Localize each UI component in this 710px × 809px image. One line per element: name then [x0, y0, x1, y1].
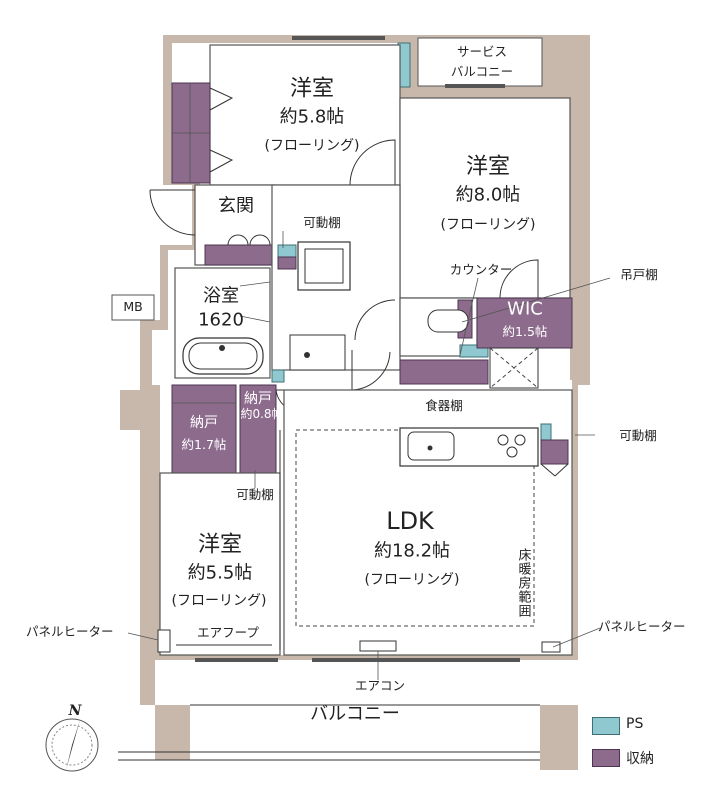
panel-heater-left-label: パネルヒーター — [26, 623, 114, 639]
dish-shelf — [399, 359, 489, 385]
balcony-label: バルコニー — [310, 703, 400, 725]
storage-room-2-area: 約0.8帖 — [240, 407, 284, 422]
shelf-wash — [277, 256, 297, 270]
panel-heater-left-unit — [157, 629, 171, 653]
mb-label: MB — [123, 298, 143, 314]
hanging-shelf-label: 吊戸棚 — [620, 266, 658, 282]
panel-heater-right-label: パネルヒーター — [598, 618, 686, 634]
panel-heater-right-unit — [541, 641, 561, 653]
western-room-2-area: 約8.0帖 — [455, 184, 521, 206]
western-room-1-name: 洋室 — [289, 76, 335, 102]
wic-storage — [476, 297, 573, 349]
ldk-floor: (フローリング) — [364, 571, 460, 588]
storage-room-2-name: 納戸 — [244, 390, 272, 407]
dish-shelf-label: 食器棚 — [425, 397, 463, 413]
western-room-1-area: 約5.8帖 — [279, 106, 345, 128]
washing-machine — [297, 241, 351, 291]
western-room-3-area: 約5.5帖 — [187, 562, 253, 584]
ps-shaft-mid — [271, 369, 285, 383]
western-room-3-floor: (フローリング) — [171, 592, 267, 609]
ldk-name: LDK — [386, 507, 434, 536]
legend-storage-label: 収納 — [626, 751, 654, 767]
aircon-label: エアコン — [354, 677, 406, 693]
bathroom-name: 浴室 — [203, 285, 239, 307]
legend-storage-swatch — [592, 749, 620, 767]
western-room-2 — [399, 97, 571, 299]
meter-box — [111, 294, 155, 321]
storage-room-1-area: 約1.7帖 — [181, 436, 227, 452]
service-balcony-area — [417, 37, 543, 87]
western-room-3-name: 洋室 — [197, 532, 243, 558]
vanity — [289, 334, 346, 371]
movable-shelf-top-label: 可動棚 — [303, 214, 341, 230]
wic-name: WIC — [507, 298, 543, 320]
movable-shelf-bottom-label: 可動棚 — [236, 486, 274, 502]
kitchen-storage — [540, 439, 569, 465]
service-balcony-line1: サービス — [456, 43, 508, 59]
shoe-closet — [204, 244, 276, 266]
storage-room-2 — [239, 384, 277, 474]
service-balcony-line2: バルコニー — [450, 63, 514, 79]
ps-shaft-kitchen — [540, 423, 552, 441]
bathroom-size: 1620 — [198, 309, 244, 331]
western-room-2-floor: (フローリング) — [440, 216, 536, 233]
aircon-unit — [359, 640, 397, 652]
wic-area: 約1.5帖 — [502, 323, 548, 339]
compass-north-label: N — [68, 702, 82, 719]
toilet — [427, 309, 469, 333]
air-hoop-label: エアフープ — [197, 624, 259, 640]
legend-ps-swatch — [592, 717, 620, 735]
compass-icon — [45, 718, 99, 772]
ldk-area: 約18.2帖 — [373, 540, 451, 562]
western-room-3 — [159, 472, 281, 656]
bathtub — [182, 337, 264, 375]
legend-ps-label: PS — [626, 716, 644, 732]
storage-room-1 — [171, 384, 237, 474]
storage-room-1-name: 納戸 — [190, 414, 218, 431]
counter-label: カウンター — [449, 261, 513, 277]
western-room-1-floor: (フローリング) — [264, 137, 360, 154]
floor-heating-label: 床暖房範囲 — [515, 548, 531, 618]
movable-shelf-right-label: 可動棚 — [619, 427, 657, 443]
entrance-label: 玄関 — [218, 195, 254, 217]
western-room-2-name: 洋室 — [465, 154, 511, 180]
